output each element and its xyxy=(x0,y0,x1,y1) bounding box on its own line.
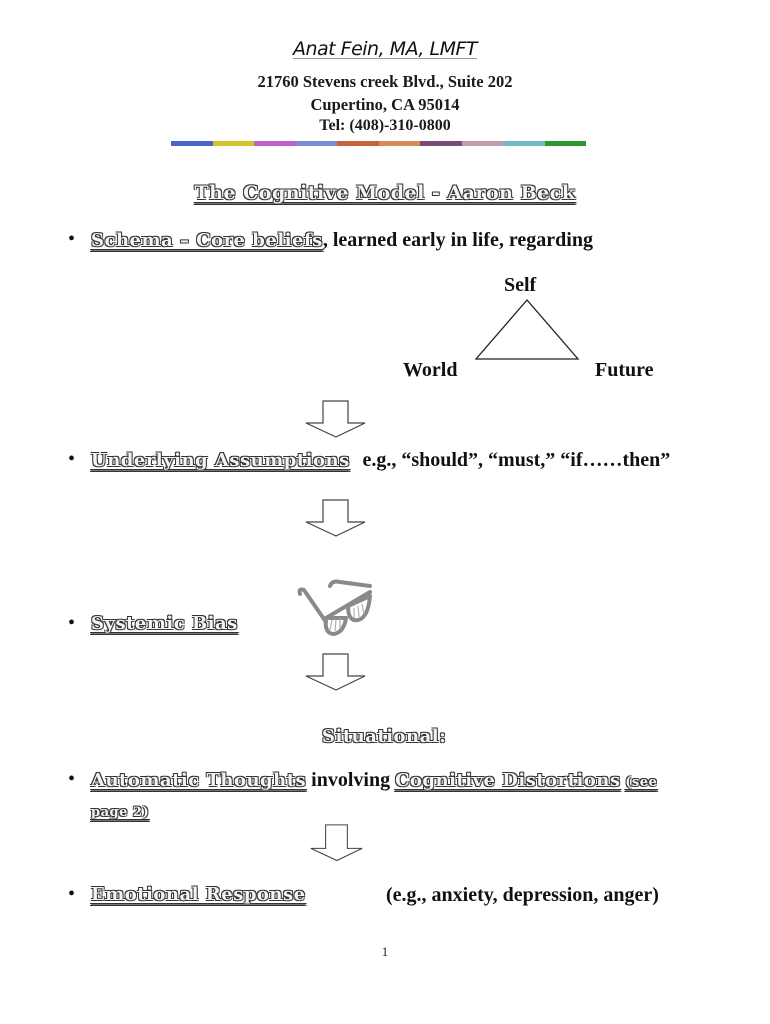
bias-item: Systemic Bias xyxy=(91,613,238,635)
see-page-note-cont: page 2) xyxy=(91,805,150,820)
glasses-icon xyxy=(297,579,372,636)
bias-heading: Systemic Bias xyxy=(91,613,238,634)
see-page-note: (see xyxy=(625,775,658,790)
down-arrow-icon xyxy=(305,653,366,691)
emotional-response-heading: Emotional Response xyxy=(91,884,306,905)
color-divider-bar xyxy=(171,141,586,146)
bullet-marker: • xyxy=(68,228,76,250)
color-bar-segment xyxy=(254,141,296,146)
bullet-marker: • xyxy=(68,448,76,470)
color-bar-segment xyxy=(212,141,254,146)
cognitive-triad-triangle xyxy=(474,299,580,360)
down-arrow-icon xyxy=(305,499,366,537)
color-bar-segment xyxy=(420,141,462,146)
assumptions-heading: Underlying Assumptions xyxy=(91,450,350,471)
automatic-thoughts-heading: Automatic Thoughts xyxy=(91,770,307,791)
automatic-thoughts-item: Automatic Thoughts involving Cognitive D… xyxy=(91,769,657,792)
cognitive-distortions-heading: Cognitive Distortions xyxy=(395,770,621,791)
automatic-connector: involving xyxy=(306,769,396,791)
address-line-1: 21760 Stevens creek Blvd., Suite 202 xyxy=(257,72,513,91)
schema-heading: Schema – Core beliefs xyxy=(91,230,323,251)
color-bar-segment xyxy=(337,141,379,146)
document-title: The Cognitive Model - Aaron Beck xyxy=(194,182,576,204)
bullet-marker: • xyxy=(68,883,76,905)
down-arrow-icon xyxy=(305,400,366,438)
page-number: 1 xyxy=(381,944,389,959)
address-line-2: Cupertino, CA 95014 xyxy=(310,95,460,114)
triangle-shape xyxy=(474,299,580,360)
schema-text: , learned early in life, regarding xyxy=(322,229,593,251)
emotional-response-item: Emotional Response xyxy=(91,884,306,906)
color-bar-segment xyxy=(461,141,503,146)
triangle-label-future: Future xyxy=(595,359,654,381)
automatic-thoughts-item-line2: page 2) xyxy=(91,800,149,822)
author-name: Anat Fein, MA, LMFT xyxy=(292,38,478,60)
color-bar-segment xyxy=(544,141,586,146)
assumptions-item: Underlying Assumptions e.g., “should”, “… xyxy=(91,449,670,472)
bullet-marker: • xyxy=(68,768,76,790)
situational-label: Situational: xyxy=(322,726,447,747)
assumptions-text: e.g., “should”, “must,” “if……then” xyxy=(362,449,671,471)
triangle-label-self: Self xyxy=(504,274,537,296)
down-arrow-icon xyxy=(310,824,363,862)
color-bar-segment xyxy=(378,141,420,146)
emotional-response-text: (e.g., anxiety, depression, anger) xyxy=(386,884,659,906)
phone-number: Tel: (408)-310-0800 xyxy=(319,117,451,134)
triangle-label-world: World xyxy=(403,359,458,381)
color-bar-segment xyxy=(171,141,213,146)
schema-item: Schema – Core beliefs, learned early in … xyxy=(91,229,593,252)
color-bar-segment xyxy=(295,141,337,146)
color-bar-segment xyxy=(503,141,545,146)
bullet-marker: • xyxy=(68,612,76,634)
